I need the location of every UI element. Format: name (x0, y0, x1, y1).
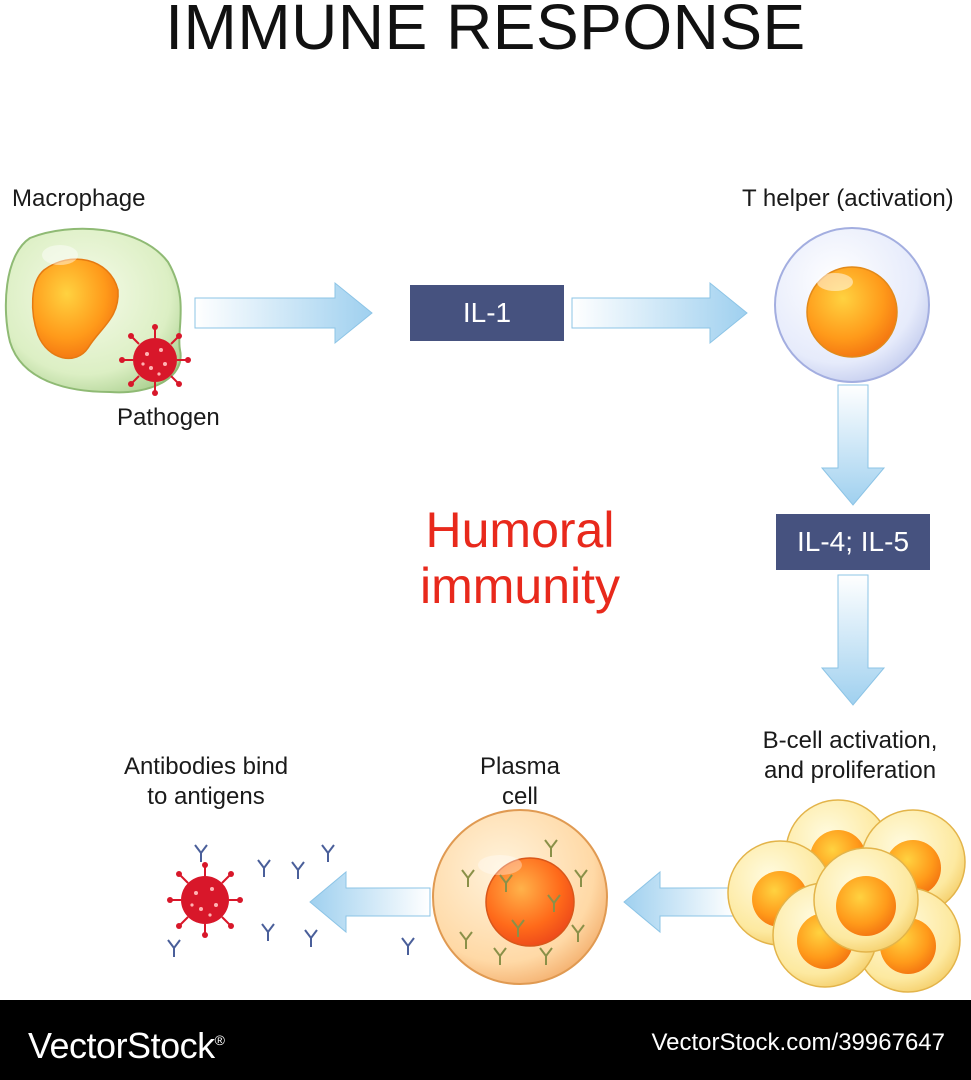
label-antibodies: Antibodies bind to antigens (100, 752, 312, 812)
b-cell-cluster (727, 799, 966, 993)
footer-stock-id: VectorStock.com/39967647 (651, 1029, 945, 1056)
label-antibodies-line2: to antigens (147, 783, 265, 810)
box-il4-il5: IL-4; IL-5 (776, 514, 930, 570)
label-plasma-cell: Plasma cell (440, 752, 600, 812)
label-plasma-line1: Plasma (479, 753, 561, 780)
label-b-cell-line1: B-cell activation, (762, 727, 938, 754)
label-b-cell: B-cell activation, and proliferation (720, 726, 971, 786)
free-antibodies (167, 844, 415, 957)
pathogen-virus (119, 324, 191, 396)
diagram-canvas (4, 227, 966, 993)
arrow-macrophage-to-il1 (194, 281, 373, 345)
t-helper-cell (774, 227, 930, 383)
label-antibodies-line1: Antibodies bind (123, 753, 289, 780)
box-il1: IL-1 (410, 285, 564, 341)
humoral-line1: Humoral (425, 502, 615, 558)
arrow-plasma-to-antibodies (309, 870, 431, 934)
plasma-cell (432, 809, 608, 985)
antigen-virus (167, 862, 243, 938)
label-t-helper: T helper (activation) (742, 185, 954, 212)
footer-brand: VectorStock® (28, 1018, 225, 1068)
plasma-antibodies (459, 839, 588, 965)
arrow-il4-to-bcell (820, 574, 886, 706)
footer-brand-name: VectorStock (28, 1025, 215, 1066)
footer-bar (0, 1000, 971, 1080)
label-plasma-line2: cell (501, 783, 538, 810)
diagram-title: IMMUNE RESPONSE (165, 0, 806, 63)
label-pathogen: Pathogen (117, 404, 220, 431)
arrow-il1-to-thelper (571, 281, 748, 345)
label-macrophage: Macrophage (12, 185, 146, 212)
humoral-immunity-text: Humoral immunity (360, 502, 680, 614)
label-b-cell-line2: and proliferation (763, 757, 937, 784)
humoral-line2: immunity (419, 558, 621, 614)
footer-brand-mark: ® (214, 1032, 225, 1048)
arrow-bcell-to-plasma (623, 870, 736, 934)
arrow-thelper-to-il4 (820, 384, 886, 506)
